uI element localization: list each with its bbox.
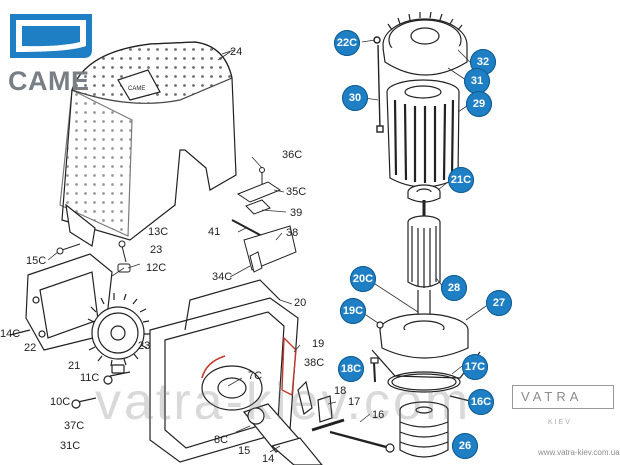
svg-text:CAME: CAME: [128, 86, 145, 92]
label-36c: 36C: [282, 149, 303, 161]
watermark-badge-text: VATRA: [521, 389, 583, 404]
top-bearing-cap: [382, 11, 468, 76]
badge-27: 27: [486, 290, 512, 316]
pinion-gear: [87, 293, 150, 374]
badge-22c: 22C: [334, 30, 360, 56]
badge-21c: 21C: [448, 167, 474, 193]
label-15c: 15C: [26, 255, 47, 267]
watermark-kiev: KIEV: [548, 419, 572, 426]
label-24: 24: [230, 46, 243, 58]
rotor: [407, 200, 441, 331]
badge-30: 30: [342, 85, 368, 111]
label-19: 19: [312, 338, 325, 350]
badge-31: 31: [464, 68, 490, 94]
label-38: 38: [286, 227, 299, 239]
bearing: [407, 184, 441, 203]
logo-mark: [10, 14, 92, 58]
badge-19c: 19C: [340, 298, 366, 324]
badge-20c: 20C: [350, 266, 376, 292]
label-35c: 35C: [286, 186, 307, 198]
label-12c: 12C: [146, 262, 167, 274]
label-39: 39: [290, 207, 303, 219]
label-23a: 23: [150, 244, 163, 256]
brand-logo-text: CAME: [8, 66, 90, 96]
badge-18c: 18C: [338, 356, 364, 382]
label-31c: 31C: [60, 440, 81, 452]
label-16: 16: [372, 409, 385, 421]
label-38c: 38C: [304, 357, 325, 369]
label-37c: 37C: [64, 420, 85, 432]
label-15: 15: [238, 445, 251, 457]
gear-housing: [371, 313, 481, 379]
watermark-url: www.vatra-kiev.com.ua: [538, 448, 620, 457]
label-14c: 14C: [0, 328, 21, 340]
label-21: 21: [68, 360, 81, 372]
label-20: 20: [294, 297, 307, 309]
label-22: 22: [24, 342, 37, 354]
label-41: 41: [208, 226, 221, 238]
badge-16c: 16C: [468, 389, 494, 415]
label-17: 17: [348, 396, 361, 408]
limit-switch-parts: [231, 167, 297, 273]
label-10c: 10C: [50, 396, 71, 408]
label-13c: 13C: [148, 226, 169, 238]
badge-28: 28: [441, 275, 467, 301]
label-8c: 8C: [214, 434, 229, 446]
stator: [386, 79, 460, 188]
cover-housing: CAME: [59, 41, 237, 247]
badge-29: 29: [466, 91, 492, 117]
badge-17c: 17C: [462, 354, 488, 380]
label-34c: 34C: [212, 271, 233, 283]
gear-cover: [9, 253, 113, 351]
label-18: 18: [334, 385, 347, 397]
shaft-assembly: [242, 380, 395, 465]
label-11c: 11C: [80, 372, 100, 384]
label-14: 14: [262, 453, 275, 465]
label-7c: 7C: [248, 370, 263, 382]
leader-lines: [47, 39, 487, 453]
long-bolt: [373, 36, 384, 133]
badge-26: 26: [452, 433, 478, 459]
bolt-and-oring: [370, 357, 461, 393]
pulley: [399, 395, 475, 458]
watermark-site: vatra-kiev.com: [95, 373, 472, 431]
watermark-badge: VATRA: [512, 385, 614, 409]
label-23b: 23: [138, 340, 151, 352]
